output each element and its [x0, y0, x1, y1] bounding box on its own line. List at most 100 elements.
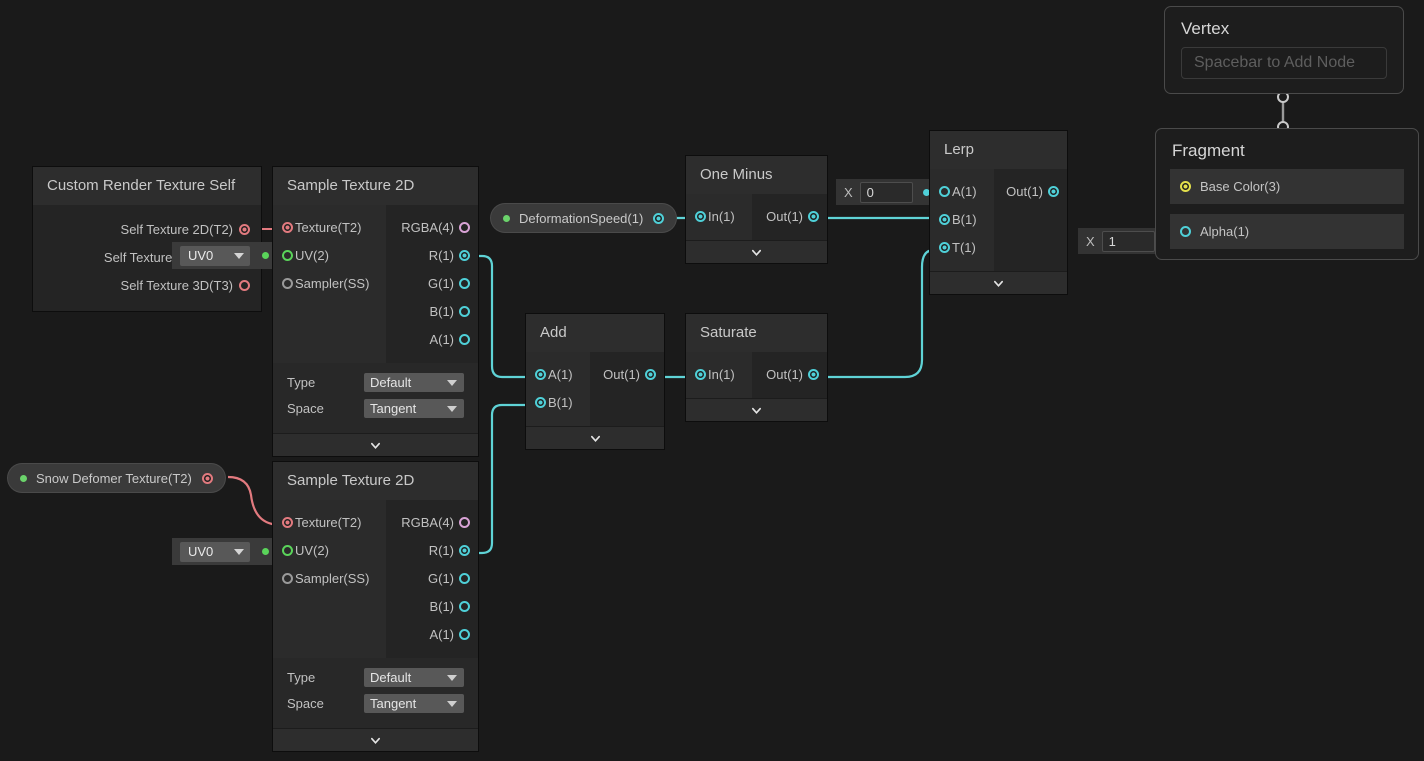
port-row-r[interactable]: R(1) [386, 241, 478, 269]
node-add[interactable]: Add A(1) B(1) Out(1) [526, 314, 664, 449]
port-row-a[interactable]: A(1) [386, 620, 478, 648]
property-snow-deformer-texture[interactable]: Snow Defomer Texture(T2) [8, 464, 225, 492]
a-input-port[interactable] [939, 186, 950, 197]
port-row-out[interactable]: Out(1) [994, 177, 1067, 205]
node-collapse-toggle[interactable] [273, 433, 478, 456]
port-row-out[interactable]: Out(1) [752, 202, 827, 230]
b-input-port[interactable] [939, 214, 950, 225]
a-input-port[interactable] [535, 369, 546, 380]
prop-space[interactable]: Space Tangent [287, 397, 464, 420]
space-dropdown[interactable]: Tangent [364, 694, 464, 713]
block-alpha[interactable]: Alpha(1) [1170, 214, 1404, 249]
port-row-a[interactable]: A(1) [526, 360, 590, 388]
property-output-port[interactable] [653, 212, 665, 224]
port-row-a[interactable]: A(1) [386, 325, 478, 353]
prop-type[interactable]: Type Default [287, 666, 464, 689]
port-row-in[interactable]: In(1) [686, 202, 752, 230]
node-custom-render-texture-self[interactable]: Custom Render Texture Self Self Texture … [33, 167, 261, 311]
value-input[interactable]: 1 [1101, 230, 1155, 252]
master-stack-fragment[interactable]: Fragment Base Color(3) Alpha(1) [1155, 128, 1419, 260]
node-sample-texture-2d-a[interactable]: Sample Texture 2D Texture(T2) UV(2) Samp… [273, 167, 478, 456]
b-output-port[interactable] [459, 306, 470, 317]
b-input-port[interactable] [535, 397, 546, 408]
node-collapse-toggle[interactable] [273, 728, 478, 751]
block-base-color[interactable]: Base Color(3) [1170, 169, 1404, 204]
a-output-port[interactable] [459, 334, 470, 345]
in-input-port[interactable] [695, 211, 706, 222]
port-row-g[interactable]: G(1) [386, 564, 478, 592]
node-lerp[interactable]: Lerp A(1) B(1) T(1) Out(1) [930, 131, 1067, 294]
port-row-b[interactable]: B(1) [386, 297, 478, 325]
uv-selector-crt[interactable]: UV0 [172, 242, 277, 269]
port-row-r[interactable]: R(1) [386, 536, 478, 564]
out-output-port[interactable] [1048, 186, 1059, 197]
vertex-add-node-hint[interactable]: Spacebar to Add Node [1181, 47, 1387, 79]
type-dropdown[interactable]: Default [364, 668, 464, 687]
node-collapse-toggle[interactable] [930, 271, 1067, 294]
texture-input-port[interactable] [282, 222, 293, 233]
texture-input-port[interactable] [282, 517, 293, 528]
port-row-rgba[interactable]: RGBA(4) [386, 213, 478, 241]
port-row-b[interactable]: B(1) [386, 592, 478, 620]
uv-selector-sample-b[interactable]: UV0 [172, 538, 277, 565]
uv-output-nub[interactable] [262, 548, 269, 555]
port-row-in[interactable]: In(1) [686, 360, 752, 388]
property-output-port[interactable] [201, 472, 213, 484]
port-row-texture[interactable]: Texture(T2) [273, 213, 386, 241]
uv-input-port[interactable] [282, 250, 293, 261]
port-row-b[interactable]: B(1) [526, 388, 590, 416]
sampler-input-port[interactable] [282, 278, 293, 289]
alpha-input-port[interactable] [1180, 226, 1191, 237]
node-one-minus[interactable]: One Minus In(1) Out(1) [686, 156, 827, 263]
port-row-b[interactable]: B(1) [930, 205, 994, 233]
type-dropdown[interactable]: Default [364, 373, 464, 392]
sampler-input-port[interactable] [282, 573, 293, 584]
space-dropdown[interactable]: Tangent [364, 399, 464, 418]
uv-dropdown[interactable]: UV0 [180, 541, 250, 562]
port-row-self-texture-2d[interactable]: Self Texture 2D(T2) [33, 215, 261, 243]
g-output-port[interactable] [459, 278, 470, 289]
port-row-uv[interactable]: UV(2) [273, 241, 386, 269]
prop-type[interactable]: Type Default [287, 371, 464, 394]
property-deformation-speed[interactable]: DeformationSpeed(1) [491, 204, 677, 232]
port-row-g[interactable]: G(1) [386, 269, 478, 297]
r-output-port[interactable] [459, 250, 470, 261]
rgba-output-port[interactable] [459, 517, 470, 528]
g-output-port[interactable] [459, 573, 470, 584]
master-stack-vertex[interactable]: Vertex Spacebar to Add Node [1164, 6, 1404, 94]
port-row-sampler[interactable]: Sampler(SS) [273, 269, 386, 297]
node-saturate[interactable]: Saturate In(1) Out(1) [686, 314, 827, 421]
b-output-port[interactable] [459, 601, 470, 612]
port-row-out[interactable]: Out(1) [752, 360, 827, 388]
out-output-port[interactable] [808, 211, 819, 222]
port-row-out[interactable]: Out(1) [590, 360, 664, 388]
base-color-input-port[interactable] [1180, 181, 1191, 192]
self-texture-3d-port[interactable] [239, 280, 250, 291]
out-output-port[interactable] [808, 369, 819, 380]
out-output-port[interactable] [645, 369, 656, 380]
port-row-a[interactable]: A(1) [930, 177, 994, 205]
port-row-texture[interactable]: Texture(T2) [273, 508, 386, 536]
uv-dropdown[interactable]: UV0 [180, 245, 250, 266]
value-output-nub[interactable] [922, 188, 930, 196]
fragment-alpha-inline-value[interactable]: X 1 [1078, 228, 1180, 254]
rgba-output-port[interactable] [459, 222, 470, 233]
port-row-sampler[interactable]: Sampler(SS) [273, 564, 386, 592]
self-texture-2d-port[interactable] [239, 224, 250, 235]
port-row-rgba[interactable]: RGBA(4) [386, 508, 478, 536]
prop-space[interactable]: Space Tangent [287, 692, 464, 715]
node-collapse-toggle[interactable] [686, 398, 827, 421]
node-sample-texture-2d-b[interactable]: Sample Texture 2D Texture(T2) UV(2) Samp… [273, 462, 478, 751]
value-input[interactable]: 0 [859, 181, 913, 203]
node-collapse-toggle[interactable] [526, 426, 664, 449]
uv-input-port[interactable] [282, 545, 293, 556]
port-row-t[interactable]: T(1) [930, 233, 994, 261]
in-input-port[interactable] [695, 369, 706, 380]
port-row-self-texture-3d[interactable]: Self Texture 3D(T3) [33, 271, 261, 299]
lerp-a-inline-value[interactable]: X 0 [836, 179, 938, 205]
port-row-uv[interactable]: UV(2) [273, 536, 386, 564]
node-collapse-toggle[interactable] [686, 240, 827, 263]
r-output-port[interactable] [459, 545, 470, 556]
uv-output-nub[interactable] [262, 252, 269, 259]
